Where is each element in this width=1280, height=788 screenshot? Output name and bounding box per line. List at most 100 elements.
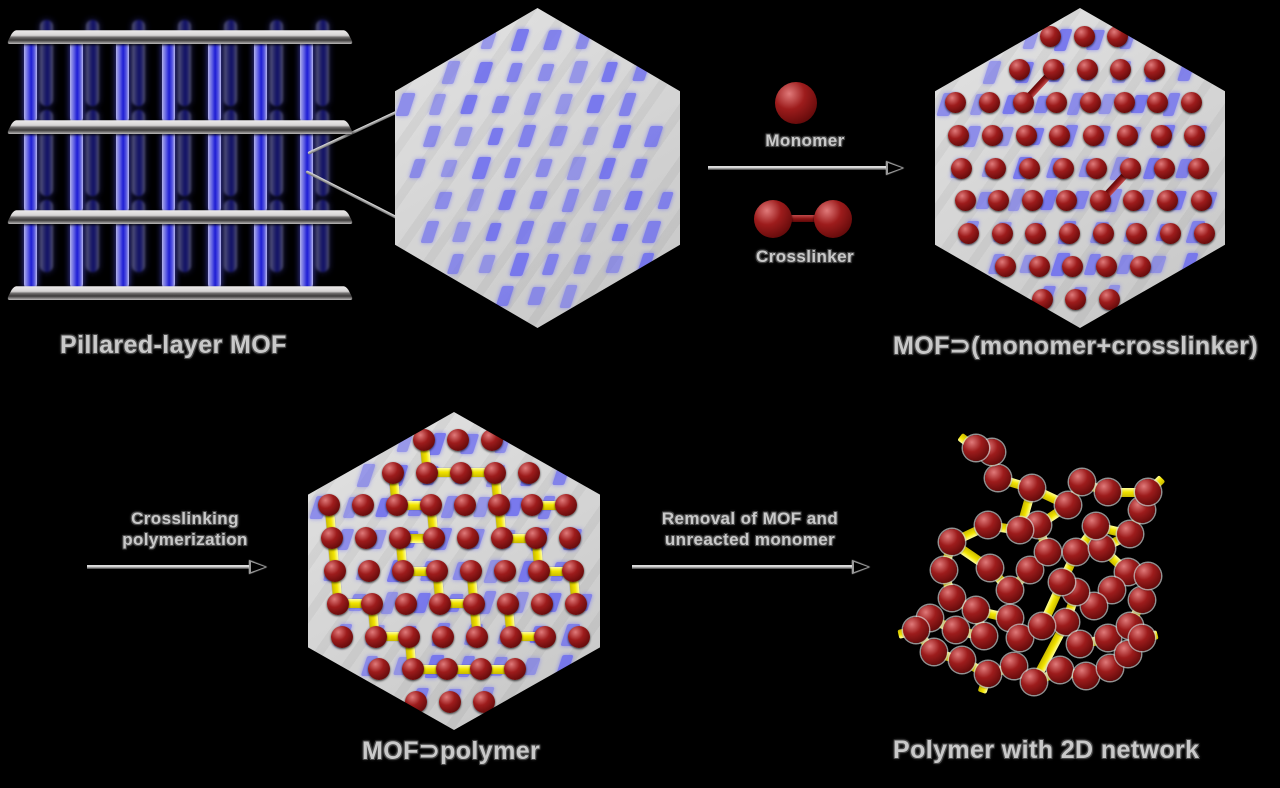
polymer-node-sphere xyxy=(1129,587,1155,613)
mof-pillar-site xyxy=(598,157,617,179)
mof-polymer-hexagon xyxy=(308,412,600,730)
polymer-bond xyxy=(446,664,481,674)
monomer-sphere xyxy=(354,527,377,550)
mof-pillar-site xyxy=(517,125,537,147)
monomer-sphere xyxy=(422,527,445,550)
polymer-node-sphere xyxy=(997,577,1023,603)
monomer-sphere xyxy=(361,592,384,615)
mof-pillar-site xyxy=(1022,31,1040,49)
monomer-sphere xyxy=(450,461,473,484)
monomer-sphere xyxy=(1039,25,1061,47)
mof-pillar-site xyxy=(636,253,655,275)
monomer-sphere xyxy=(994,256,1016,278)
monomer-sphere xyxy=(351,494,374,517)
mof-pillar-site xyxy=(508,252,530,276)
polymer-bond xyxy=(532,500,567,510)
polymer-node-sphere xyxy=(1135,479,1161,505)
polymer-bond xyxy=(538,566,573,576)
mof-pillar-site xyxy=(554,94,574,114)
monomer-sphere xyxy=(1065,289,1087,311)
monomer-sphere xyxy=(1052,157,1074,179)
polymer-node-sphere xyxy=(1029,613,1055,639)
monomer-sphere xyxy=(1187,157,1209,179)
monomer-sphere xyxy=(466,625,489,648)
monomer-sphere xyxy=(453,494,476,517)
polymer-node-sphere xyxy=(971,623,997,649)
polymer-node-sphere xyxy=(1055,492,1081,518)
mof-pillar-site xyxy=(632,63,651,81)
arrow-step3-label: Removal of MOF and unreacted monomer xyxy=(625,508,875,551)
polymer-node-sphere xyxy=(1067,631,1093,657)
legend-label-crosslinker: Crosslinker xyxy=(756,247,854,266)
polymer-2d-network xyxy=(880,430,1180,720)
polymer-bond xyxy=(412,664,447,674)
mof-pillar-site xyxy=(503,158,522,178)
monomer-sphere xyxy=(1079,91,1101,113)
mof-pillar-site xyxy=(470,157,492,179)
mof-pillar-site xyxy=(555,655,574,678)
monomer-sphere xyxy=(1089,190,1111,212)
monomer-sphere xyxy=(385,494,408,517)
mof-pillar-site xyxy=(586,95,606,113)
mof-pillar-site xyxy=(473,61,493,83)
polymer-node-sphere xyxy=(1083,513,1109,539)
arrow-shaft xyxy=(632,565,854,569)
crosslinker-bond xyxy=(778,215,828,222)
arrow-shaft xyxy=(87,565,251,569)
mof-pillar xyxy=(208,128,221,214)
monomer-sphere xyxy=(435,658,458,681)
monomer-sphere xyxy=(1092,223,1114,245)
polymer-node-sphere xyxy=(1069,469,1095,495)
mof-pillar-site xyxy=(618,92,637,116)
polymer-node-sphere xyxy=(943,617,969,643)
polymer-bond xyxy=(403,566,438,576)
crosslinker-sphere-left xyxy=(754,200,792,238)
polymer-node-sphere xyxy=(1129,625,1155,651)
mof-layer-slab xyxy=(6,286,354,301)
polymer-node-sphere xyxy=(931,557,957,583)
monomer-sphere xyxy=(416,461,439,484)
mof-loaded-hexagon xyxy=(935,8,1225,328)
monomer-sphere xyxy=(1076,58,1098,80)
mof-pillar xyxy=(116,128,129,214)
mof-pillar-site xyxy=(529,191,549,209)
polymer-node-sphere xyxy=(1117,521,1143,547)
monomer-sphere xyxy=(484,461,507,484)
monomer-sphere xyxy=(382,461,405,484)
monomer-sphere xyxy=(775,82,817,124)
mof-pillar-site xyxy=(451,222,472,242)
polymer-node-sphere xyxy=(963,597,989,623)
arrow-step1 xyxy=(708,161,904,175)
monomer-sphere xyxy=(558,527,581,550)
mof-pillar-site xyxy=(495,286,515,306)
arrow-step3-line1: Removal of MOF and xyxy=(661,509,839,528)
mof-pillar-site xyxy=(484,223,502,241)
mof-pillar xyxy=(24,38,37,124)
mof-pillar-site xyxy=(641,221,662,243)
monomer-sphere xyxy=(426,560,449,582)
mof-pillar-site xyxy=(573,254,592,274)
mof-pillar-site xyxy=(428,93,447,115)
monomer-sphere xyxy=(493,560,516,582)
monomer-sphere xyxy=(534,625,557,648)
monomer-sphere xyxy=(419,494,442,517)
monomer-sphere xyxy=(395,592,418,615)
mof-pillar xyxy=(70,38,83,124)
mof-pillar-site xyxy=(535,159,554,177)
caption-mof-polymer: MOF⊃polymer xyxy=(362,737,541,765)
monomer-sphere xyxy=(487,494,510,517)
mof-pillar-site xyxy=(581,127,599,145)
monomer-sphere xyxy=(1126,223,1148,245)
arrow-head-icon xyxy=(249,560,267,574)
mof-pillar xyxy=(116,38,129,124)
monomer-sphere xyxy=(447,428,470,451)
mof-pillar-site xyxy=(600,62,619,82)
monomer-sphere xyxy=(985,157,1007,179)
mof-pillar-site xyxy=(478,255,497,273)
monomer-sphere xyxy=(524,527,547,550)
mof-pillar xyxy=(116,218,129,290)
polymer-node-sphere xyxy=(1035,539,1061,565)
mof-pillar xyxy=(162,218,175,290)
mof-pillar xyxy=(254,218,267,290)
mof-pillar-site xyxy=(459,94,479,114)
